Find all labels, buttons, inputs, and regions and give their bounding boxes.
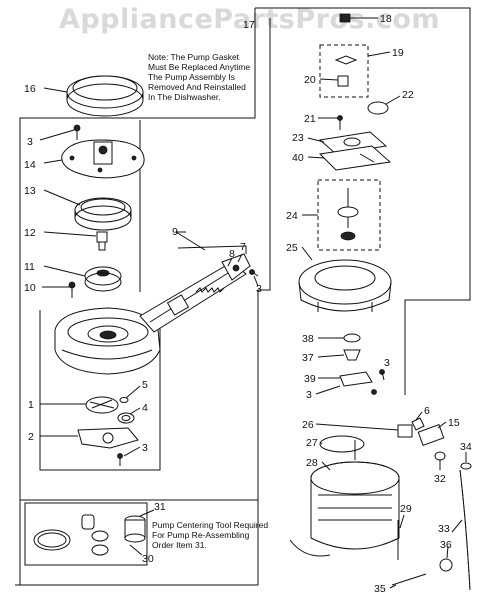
callout-4: 4 (142, 402, 148, 414)
callout-21: 21 (304, 113, 316, 125)
part-3-screw (73, 124, 81, 140)
callout-10: 10 (24, 282, 36, 294)
part-19-dashed-group (319, 44, 369, 98)
callout-37: 37 (302, 352, 314, 364)
callout-14: 14 (24, 159, 36, 171)
part-4-seal (117, 412, 135, 424)
callout-17: 17 (243, 19, 255, 31)
pump-gasket-note: Note: The Pump Gasket Must Be Replaced A… (148, 52, 251, 102)
callout-2: 2 (28, 431, 34, 443)
callout-28: 28 (306, 457, 318, 469)
part-3-screw-c (117, 453, 123, 466)
leader-lines (39, 17, 467, 589)
callout-9: 9 (172, 226, 178, 238)
part-26-bracket (397, 424, 413, 438)
part-40-plate (318, 145, 392, 171)
centering-tool-note: Pump Centering Tool Required For Pump Re… (152, 520, 269, 550)
callout-3: 3 (27, 136, 33, 148)
callout-30: 30 (142, 553, 154, 565)
part-24-shaft-group (317, 179, 381, 251)
callout-39: 39 (304, 373, 316, 385)
callout-19: 19 (392, 47, 404, 59)
callout-25: 25 (286, 242, 298, 254)
part-21-screw (337, 115, 343, 130)
callout-29: 29 (400, 503, 412, 515)
part-6-clamp (411, 417, 425, 431)
callout-3: 3 (142, 442, 148, 454)
part-16-pump-gasket (66, 75, 144, 117)
callout-labels: 17 16 3 14 13 12 11 10 9 8 7 3 5 4 1 2 3… (24, 13, 472, 595)
callout-6: 6 (424, 405, 430, 417)
part-8-spring (166, 287, 225, 316)
callout-3: 3 (256, 283, 262, 295)
callout-8: 8 (229, 248, 235, 260)
part-33-hose (459, 469, 471, 591)
part-1-chopper (85, 396, 119, 414)
part-36-clamp (439, 558, 453, 572)
callout-23: 23 (292, 132, 304, 144)
callout-3: 3 (306, 389, 312, 401)
part-35-pin (391, 573, 427, 586)
assembly-outline (15, 7, 471, 586)
callout-13: 13 (24, 185, 36, 197)
part-32-clamp (434, 451, 446, 461)
part-25-housing (298, 259, 392, 312)
part-2-bracket (77, 427, 139, 449)
callout-20: 20 (304, 74, 316, 86)
part-18-cap (339, 13, 351, 23)
callout-32: 32 (434, 473, 446, 485)
part-37-valve (343, 349, 361, 361)
callout-18: 18 (380, 13, 392, 25)
part-30-kit-box (24, 502, 148, 566)
part-38-oring (343, 333, 361, 343)
part-34-clamp (460, 462, 472, 470)
callout-11: 11 (24, 261, 35, 273)
part-11-impeller (84, 266, 122, 292)
part-14-cover (61, 139, 145, 179)
part-7-cap (221, 253, 251, 281)
part-15-elbow (417, 424, 445, 446)
part-28-motor (289, 440, 400, 557)
callout-16: 16 (24, 83, 36, 95)
callout-7: 7 (240, 241, 246, 253)
callout-15: 15 (448, 417, 460, 429)
callout-12: 12 (24, 227, 36, 239)
part-5-washer (119, 397, 129, 403)
part-3-screw-e (371, 389, 377, 395)
callout-33: 33 (438, 523, 450, 535)
part-13-seal-ring (74, 197, 132, 231)
part-39-bracket (339, 371, 373, 387)
part-3-screw-b (249, 269, 259, 277)
callout-40: 40 (292, 152, 304, 164)
callout-3: 3 (384, 357, 390, 369)
callout-5: 5 (142, 379, 148, 391)
callout-24: 24 (286, 210, 298, 222)
callout-36: 36 (440, 539, 452, 551)
part-9-bracket (175, 231, 247, 254)
part-12-bolt (96, 231, 108, 251)
part-31-centering-tool (124, 515, 146, 543)
part-27-disc (319, 435, 365, 453)
pump-housing (54, 261, 247, 375)
callout-34: 34 (460, 441, 472, 453)
callout-22: 22 (402, 89, 414, 101)
callout-1: 1 (28, 399, 34, 411)
callout-27: 27 (306, 437, 318, 449)
callout-35: 35 (374, 583, 386, 595)
part-22-ring (367, 101, 389, 115)
part-10-screw (68, 281, 76, 298)
callout-26: 26 (302, 419, 314, 431)
watermark: AppliancePartsPros.com (58, 4, 441, 35)
callout-31: 31 (154, 501, 166, 513)
callout-38: 38 (302, 333, 314, 345)
part-3-screw-d (379, 369, 385, 381)
